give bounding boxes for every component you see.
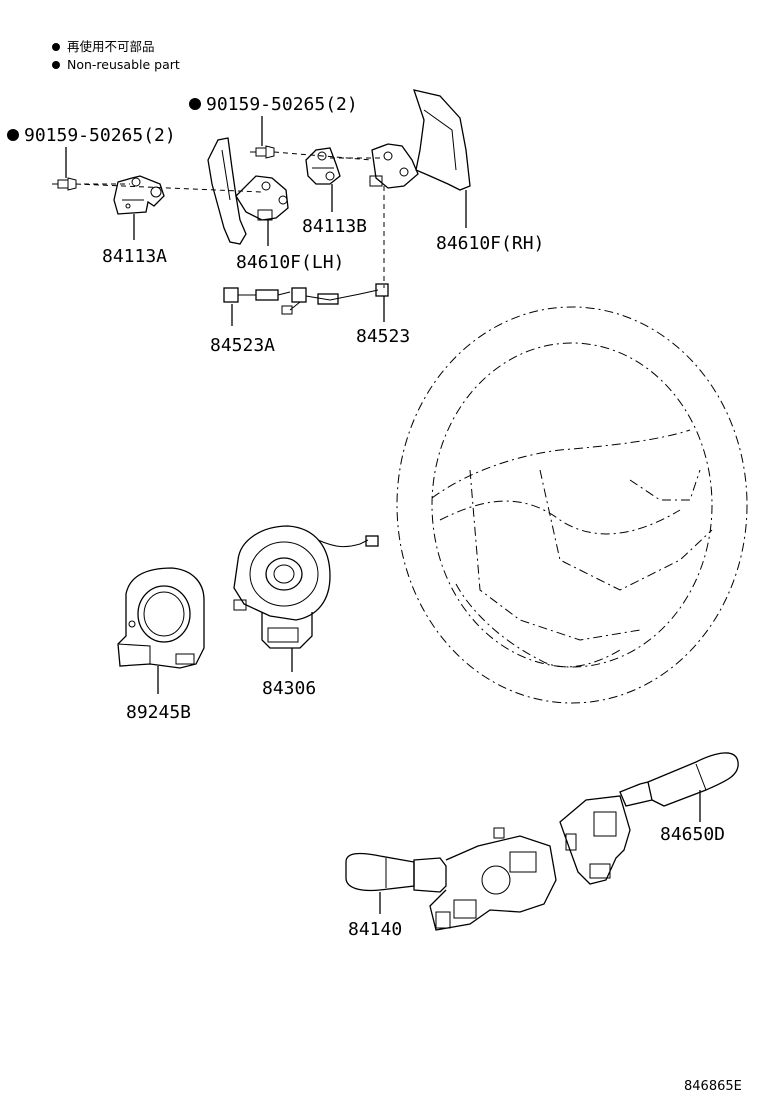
callout-84113a[interactable]: 84113A [102,246,167,267]
callout-bolt-left[interactable]: 90159-50265(2) [24,125,176,146]
spiral-cable-84306-icon [233,525,379,649]
legend-row-japanese: 再使用不可部品 [52,38,180,56]
switch-84140-icon [345,827,557,931]
non-reusable-marker-icon [189,98,201,110]
callout-84523a[interactable]: 84523A [210,335,275,356]
non-reusable-marker-icon [7,129,19,141]
bullet-icon [52,61,60,69]
callout-84610f-lh[interactable]: 84610F(LH) [236,252,344,273]
callout-84610f-rh[interactable]: 84610F(RH) [436,233,544,254]
callout-84140[interactable]: 84140 [348,919,402,940]
callout-84113b[interactable]: 84113B [302,216,367,237]
alignment-line [273,151,373,161]
bracket-84113a-icon [113,175,165,215]
wire-84523a-icon [223,287,291,303]
bolt-left-icon [52,177,77,191]
steering-wheel-icon [396,306,748,704]
legend-row-english: Non-reusable part [52,56,180,74]
alignment-line [75,183,263,193]
bullet-icon [52,43,60,51]
callout-89245b[interactable]: 89245B [126,702,191,723]
bolt-right-icon [250,145,275,159]
paddle-rh-icon [369,89,471,191]
callout-84650d[interactable]: 84650D [660,824,725,845]
legend-label-english: Non-reusable part [67,57,180,72]
bracket-84113b-icon [305,147,341,185]
callout-bolt-right[interactable]: 90159-50265(2) [206,94,358,115]
wire-84523-icon [281,283,389,315]
callout-84523[interactable]: 84523 [356,326,410,347]
legend-label-japanese: 再使用不可部品 [67,39,155,54]
paddle-lh-icon [207,137,289,245]
switch-84650d-icon [559,752,739,885]
diagram-code: 846865E [684,1079,742,1094]
cover-89245b-icon [117,567,205,669]
legend: 再使用不可部品 Non-reusable part [52,38,180,74]
callout-84306[interactable]: 84306 [262,678,316,699]
bolt-left-group: 90159-50265(2) [7,125,176,191]
bolt-right-group: 90159-50265(2) [189,94,358,159]
